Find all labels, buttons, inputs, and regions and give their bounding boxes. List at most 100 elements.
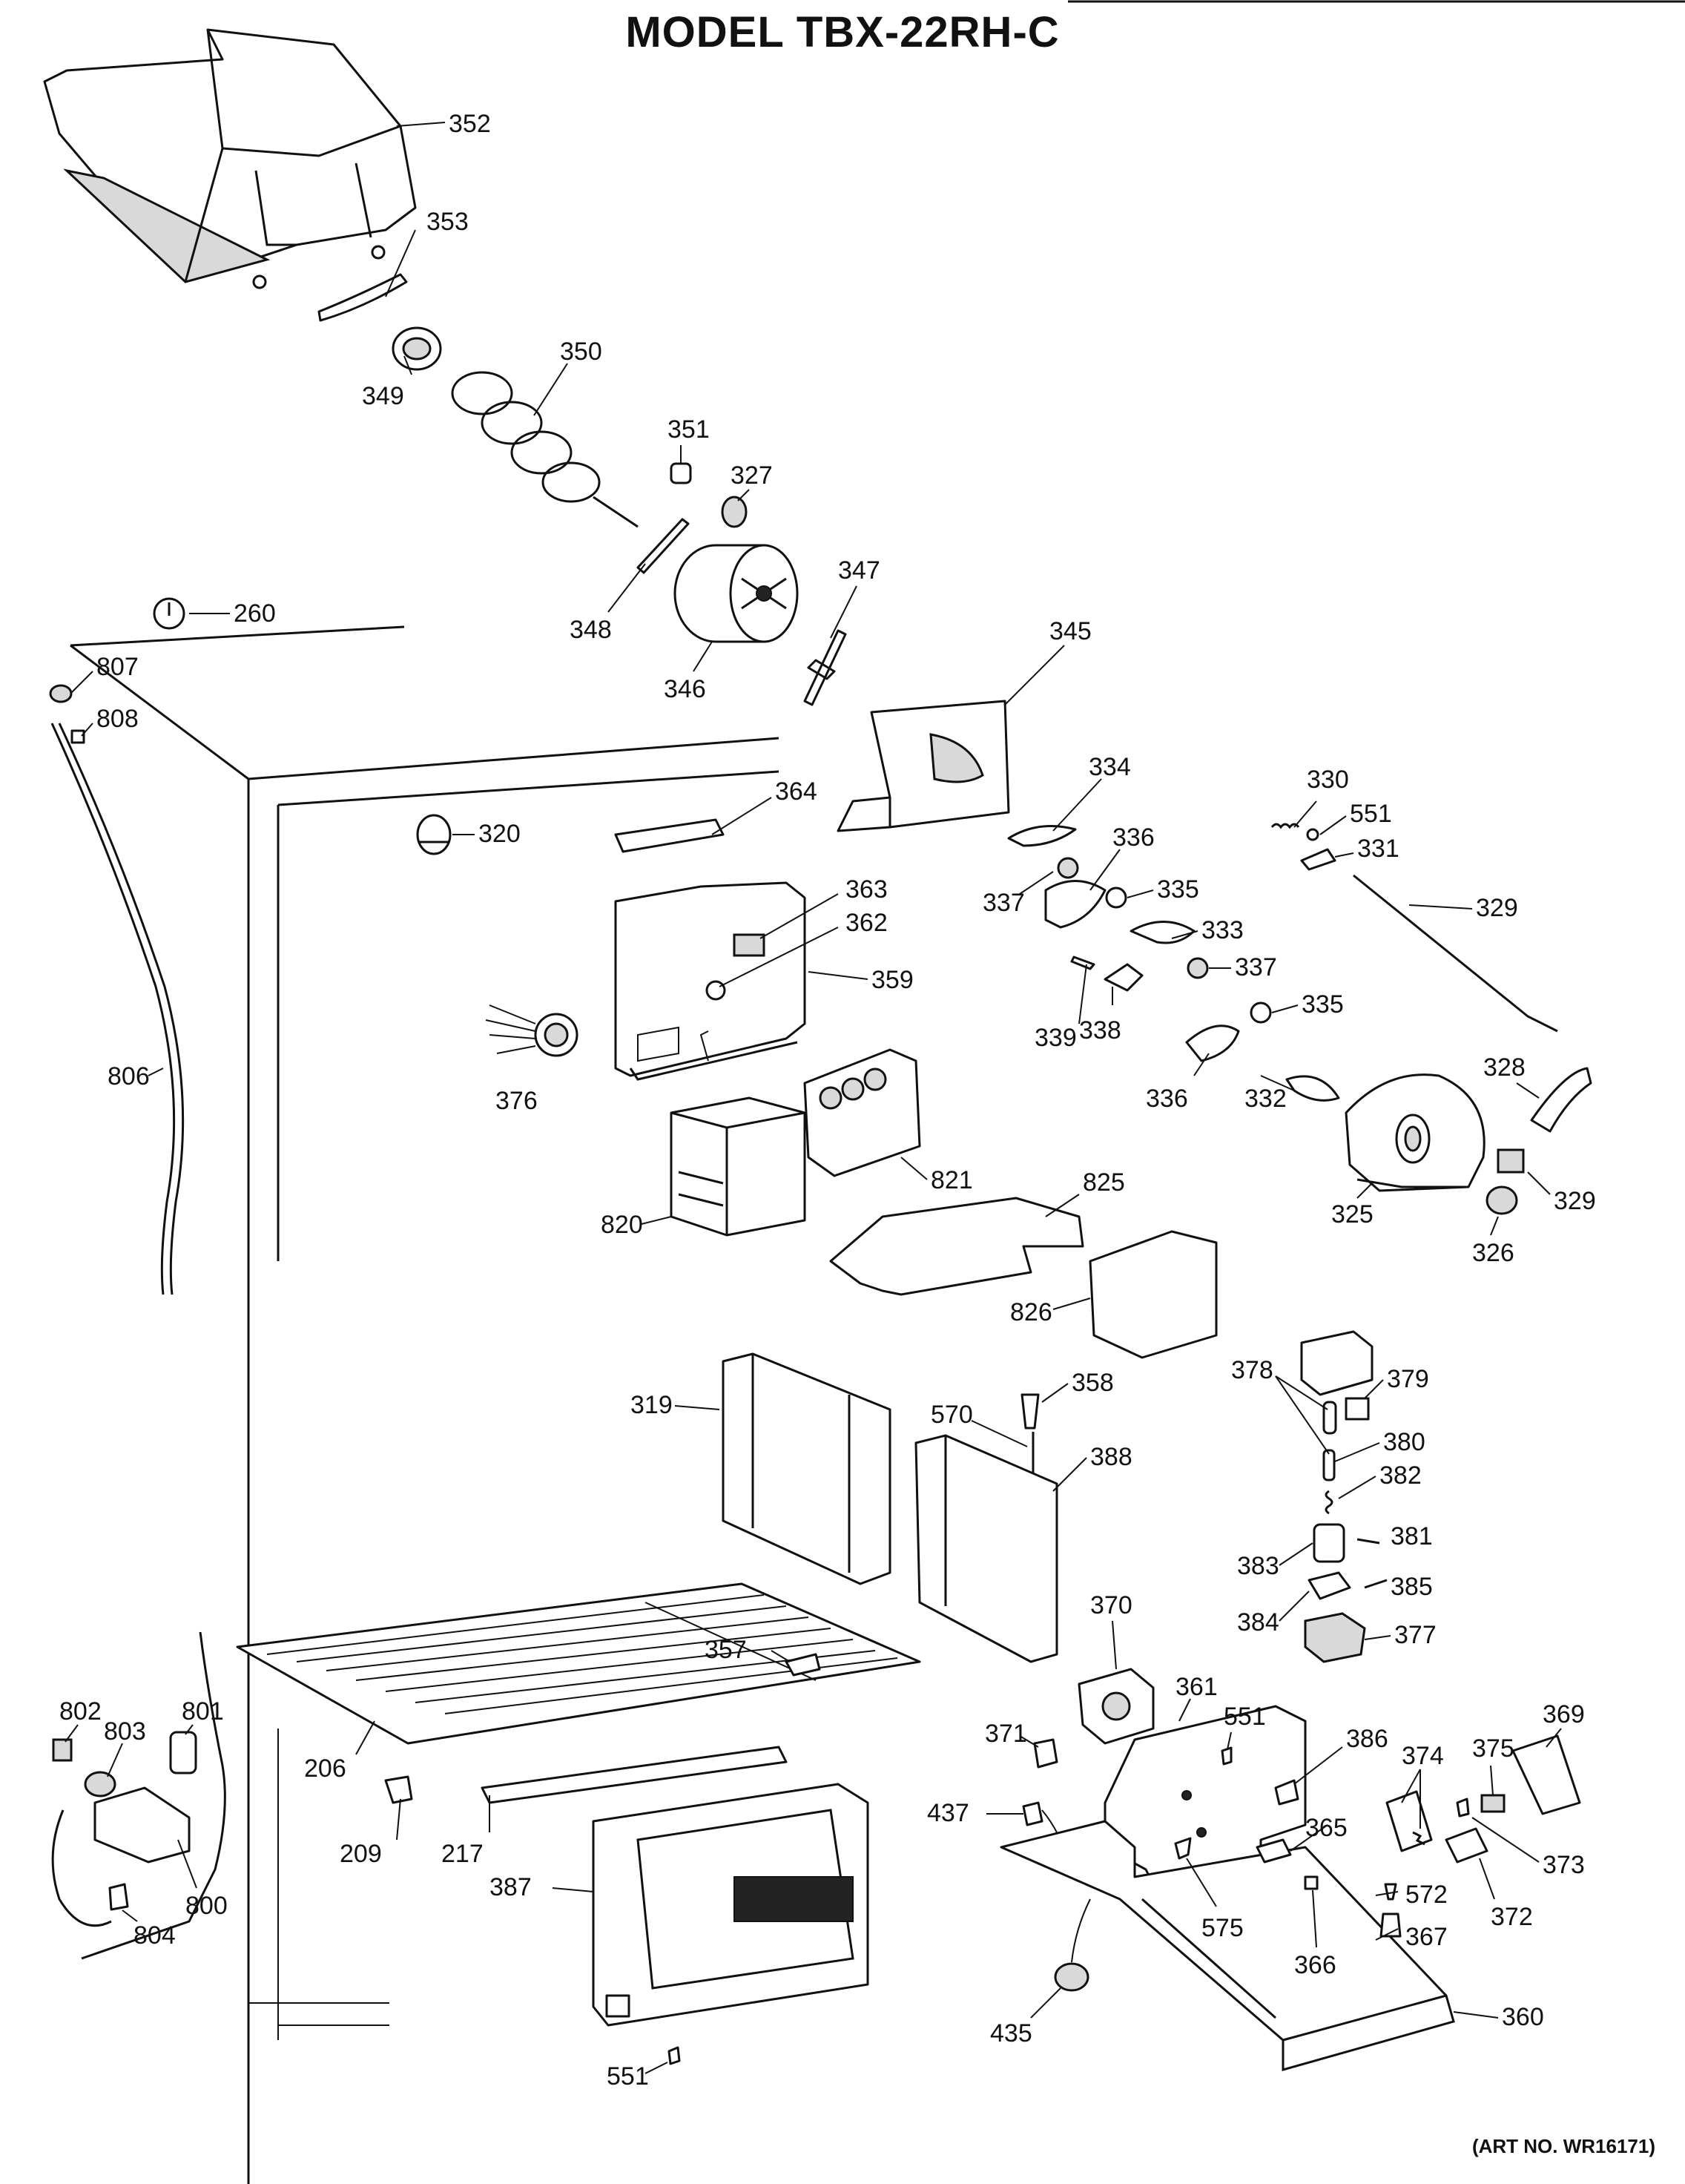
callout-361: 361 (1175, 1673, 1218, 1701)
callout-260: 260 (234, 599, 276, 628)
callout-336-mid: 336 (1146, 1085, 1188, 1113)
callout-808: 808 (96, 705, 139, 733)
screw-551-part (1221, 1746, 1233, 1766)
bracket-365-part (1256, 1838, 1292, 1864)
callout-801: 801 (182, 1697, 224, 1726)
callout-377: 377 (1394, 1621, 1437, 1649)
callout-373: 373 (1543, 1851, 1585, 1879)
callout-345: 345 (1049, 617, 1092, 645)
callout-572: 572 (1405, 1881, 1448, 1909)
callout-319: 319 (630, 1391, 673, 1419)
callout-803: 803 (104, 1717, 146, 1746)
callout-335-mid: 335 (1302, 990, 1344, 1019)
solenoid-377-part (1304, 1612, 1366, 1663)
callout-366: 366 (1294, 1951, 1336, 1979)
square-clip-part (70, 729, 85, 744)
callout-320: 320 (478, 820, 521, 848)
callout-383: 383 (1237, 1552, 1279, 1580)
callout-575: 575 (1201, 1914, 1244, 1942)
callout-359: 359 (871, 966, 914, 994)
callout-551-mid: 551 (1224, 1703, 1266, 1731)
callout-820: 820 (601, 1211, 643, 1239)
callout-375: 375 (1472, 1734, 1514, 1763)
callout-325: 325 (1331, 1200, 1374, 1228)
callout-363: 363 (845, 875, 888, 904)
callout-352: 352 (449, 110, 491, 138)
callout-800: 800 (185, 1892, 228, 1920)
harness-plug-part (485, 1004, 578, 1057)
callout-327: 327 (731, 461, 773, 490)
clip-357-part (785, 1653, 821, 1677)
panel-388-part (914, 1434, 1058, 1663)
pin-385-part (1364, 1579, 1388, 1589)
callout-367: 367 (1405, 1923, 1448, 1951)
callout-387: 387 (489, 1873, 532, 1901)
callout-437: 437 (927, 1799, 969, 1827)
callout-380: 380 (1383, 1428, 1425, 1456)
callout-370: 370 (1090, 1591, 1132, 1619)
callout-330: 330 (1307, 766, 1349, 794)
harness-437-part (1022, 1801, 1043, 1826)
spring-382-part (1325, 1490, 1333, 1515)
art-number: (ART NO. WR16171) (1471, 2135, 1655, 2157)
cam-333-part (1130, 921, 1196, 944)
callout-337-top: 337 (983, 889, 1025, 917)
callout-353: 353 (426, 208, 469, 236)
pin-381-part (1356, 1538, 1380, 1545)
callout-334: 334 (1089, 753, 1131, 781)
fan-435-part (1054, 1898, 1091, 1992)
knob-part (416, 814, 452, 855)
callout-358: 358 (1072, 1369, 1114, 1397)
spring-330-part (1270, 823, 1300, 829)
mounting-plate-part (837, 700, 1010, 832)
callout-374: 374 (1402, 1742, 1444, 1770)
callout-364: 364 (775, 777, 817, 806)
ice-bucket-part (43, 28, 417, 289)
callout-357: 357 (705, 1636, 747, 1664)
cam-336-part (1044, 880, 1107, 929)
callout-347: 347 (838, 556, 880, 585)
cabinet-outline (70, 625, 779, 2184)
callout-826: 826 (1010, 1298, 1052, 1326)
callout-337-mid: 337 (1235, 953, 1277, 981)
timer-370-part (1078, 1668, 1155, 1745)
callout-360: 360 (1502, 2003, 1544, 2031)
callout-379: 379 (1387, 1365, 1429, 1393)
dispenser-front-387-part (592, 1783, 869, 2027)
bracket-386-part (1274, 1779, 1299, 1806)
switch-369-part (1511, 1734, 1581, 1815)
washer-335-part (1105, 887, 1127, 909)
auger-spring-part (451, 371, 639, 528)
callout-435: 435 (990, 2019, 1032, 2048)
blade-shaft-part (803, 629, 847, 706)
cam-336b-part (1185, 1024, 1240, 1062)
screw-358-part (1020, 1393, 1040, 1430)
callout-365: 365 (1305, 1814, 1348, 1842)
lever-338-part (1104, 963, 1144, 992)
spring-337-part (1057, 857, 1079, 879)
callout-385: 385 (1391, 1573, 1433, 1601)
callout-806: 806 (108, 1062, 150, 1091)
rod-329-part (1353, 874, 1558, 1033)
block-329-part (1497, 1148, 1525, 1174)
fitting-804-part (108, 1883, 129, 1911)
callout-378: 378 (1231, 1356, 1273, 1384)
callout-331: 331 (1357, 835, 1399, 863)
bushing-part (721, 496, 748, 528)
part-372 (1445, 1827, 1488, 1864)
callout-369: 369 (1543, 1700, 1585, 1729)
callout-376: 376 (495, 1087, 538, 1115)
callout-802: 802 (59, 1697, 102, 1726)
callout-371: 371 (985, 1720, 1027, 1748)
bucket-shield-part (317, 273, 408, 322)
callout-209: 209 (340, 1840, 382, 1868)
pin-339-part (1070, 956, 1095, 970)
callout-382: 382 (1379, 1461, 1422, 1490)
trim-217-part (481, 1746, 788, 1804)
sleeve-383-part (1313, 1523, 1345, 1563)
tube-part (50, 723, 176, 1295)
callout-381: 381 (1391, 1522, 1433, 1550)
clip-209-part (384, 1775, 413, 1804)
bracket-379-part (1345, 1397, 1370, 1421)
